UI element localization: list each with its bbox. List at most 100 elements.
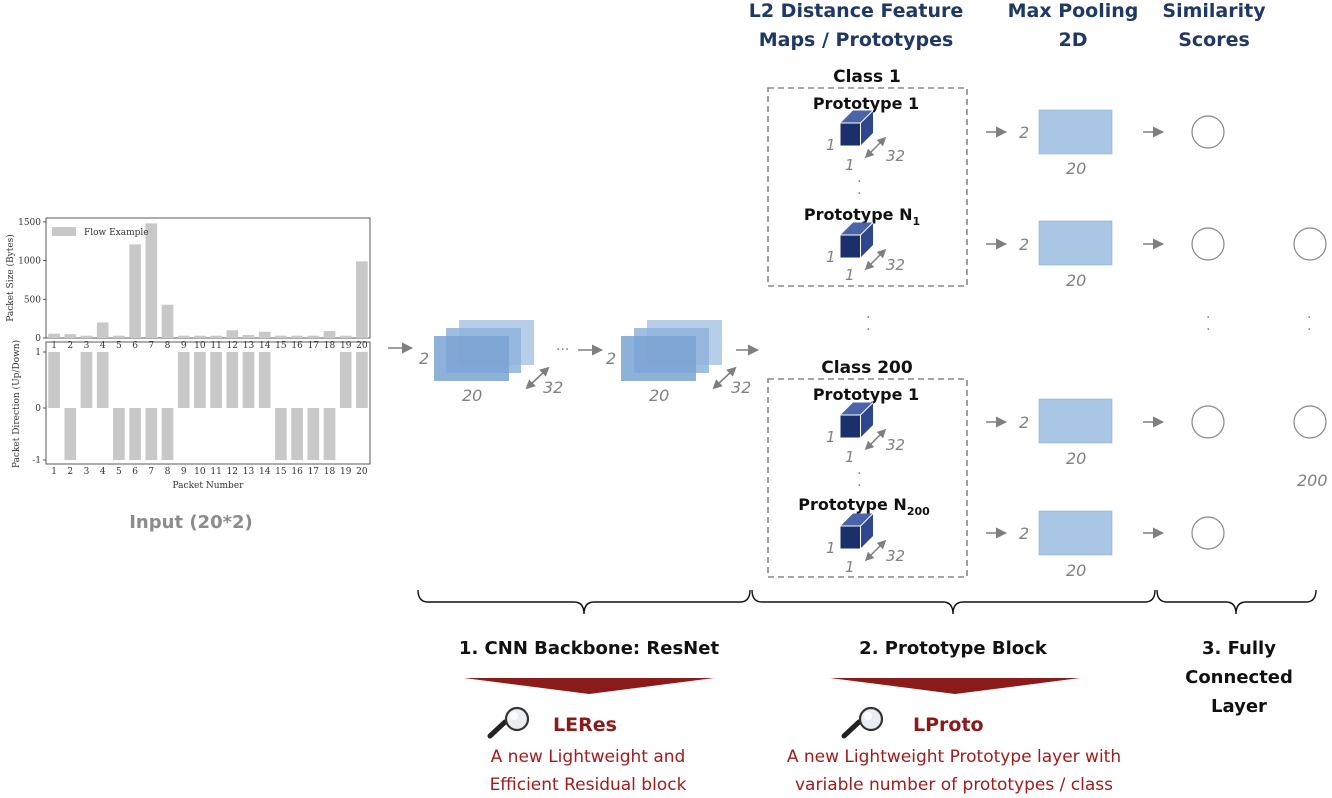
depth-arrow [864, 136, 887, 159]
ellipsis: ··· [556, 342, 569, 358]
headers: L2 Distance Feature Maps / Prototypes Ma… [749, 0, 1266, 51]
output-node [1293, 227, 1327, 261]
depth-arrow [712, 366, 737, 390]
y-tick-label: 1 [35, 348, 41, 358]
x-tick-label: 8 [165, 341, 171, 351]
bottom-ylabel: Packet Direction (Up/Down) [11, 340, 22, 468]
size-bar [64, 334, 77, 338]
direction-bar [145, 408, 158, 460]
dim-label: 1 [826, 248, 836, 266]
y-tick-label: 1500 [18, 218, 41, 228]
pooled-map [1038, 109, 1113, 155]
size-bar [96, 322, 109, 338]
direction-bar [339, 352, 352, 408]
header-sim-line1: Similarity [1162, 0, 1266, 22]
header-maxpool-line1: Max Pooling [1008, 0, 1139, 22]
x-tick-label: 17 [308, 341, 320, 351]
x-tick-label: 10 [194, 341, 206, 351]
pooling-row-3: 2 20 200 [986, 398, 1328, 490]
feature-map [434, 336, 509, 381]
dim-label: 20 [462, 386, 482, 405]
vertical-dots: . [857, 182, 861, 198]
section-braces [417, 589, 1317, 615]
x-tick-label: 16 [291, 341, 303, 351]
size-bar [161, 304, 174, 338]
lproto-title: LProto [913, 714, 984, 736]
dim-label: 2 [1019, 235, 1029, 254]
prototype-cube [840, 110, 874, 146]
depth-arrow [525, 366, 550, 390]
dim-label: 32 [886, 436, 905, 454]
y-tick-label: -1 [32, 456, 41, 466]
legend-swatch [52, 227, 76, 236]
class1-label: Class 1 [833, 67, 901, 87]
x-tick-label: 6 [132, 467, 138, 477]
x-tick-label: 16 [291, 467, 303, 477]
vertical-dots: . [857, 170, 861, 186]
vertical-dots: . [1307, 318, 1311, 334]
x-tick-label: 15 [275, 467, 287, 477]
x-tick-label: 1 [51, 467, 57, 477]
dim-label: 1 [845, 448, 855, 466]
header-l2-line1: L2 Distance Feature [749, 0, 964, 22]
similarity-node [1191, 227, 1225, 261]
lproto-desc-line2: variable number of prototypes / class [795, 775, 1113, 795]
x-tick-label: 1 [51, 341, 57, 351]
legend-label: Flow Example [84, 228, 149, 238]
size-bar [226, 330, 239, 338]
y-tick-label: 0 [35, 334, 41, 344]
magnifier-icon [487, 706, 530, 739]
depth-arrow [864, 539, 887, 562]
direction-bar [96, 352, 109, 408]
x-tick-label: 7 [148, 467, 154, 477]
pooled-map [1038, 510, 1113, 556]
direction-bar [194, 352, 206, 408]
section-fc-line2: Connected [1185, 667, 1293, 688]
direction-bar [48, 352, 60, 408]
x-tick-label: 6 [132, 341, 138, 351]
size-bar [242, 334, 255, 338]
size-bar [177, 335, 190, 338]
x-tick-label: 9 [181, 467, 187, 477]
xlabel: Packet Number [173, 481, 245, 491]
bottom-plot-frame [45, 341, 371, 465]
output-count-label: 200 [1297, 471, 1328, 490]
bottom-bars [48, 352, 368, 460]
dim-label: 32 [886, 547, 905, 565]
red-funnel [464, 678, 714, 694]
leres-title: LERes [553, 714, 617, 736]
vertical-dots: . [1307, 306, 1311, 322]
cnn-backbone: 2 20 32 ··· 2 20 32 [388, 320, 760, 405]
direction-bar [64, 408, 77, 460]
x-tick-label: 4 [100, 467, 106, 477]
dim-label: 1 [845, 156, 855, 174]
bottom-yticks: -101 [32, 348, 46, 466]
size-bar [210, 335, 222, 338]
class1-box [767, 87, 968, 287]
pooled-map [1038, 398, 1113, 444]
x-tick-label: 13 [243, 467, 255, 477]
direction-bar [275, 408, 287, 460]
x-tick-label: 15 [275, 341, 287, 351]
size-bar [291, 335, 303, 338]
x-tick-label: 3 [84, 341, 90, 351]
size-bar [113, 335, 125, 338]
dim-label: 20 [649, 386, 669, 405]
direction-bar [291, 408, 303, 460]
similarity-node [1191, 115, 1225, 149]
direction-bar [307, 408, 320, 460]
x-tick-label: 7 [148, 341, 154, 351]
dim-label: 2 [606, 349, 616, 368]
size-bar [339, 335, 352, 338]
x-tick-label: 5 [116, 341, 122, 351]
dim-label: 2 [419, 349, 429, 368]
x-tick-label: 14 [259, 341, 271, 351]
size-bar [145, 223, 158, 338]
y-tick-label: 500 [24, 295, 41, 305]
size-bar [129, 244, 141, 338]
depth-arrow [864, 428, 887, 451]
direction-bar [161, 408, 174, 460]
section-fc-line3: Layer [1211, 696, 1267, 717]
depth-arrow [864, 248, 887, 271]
